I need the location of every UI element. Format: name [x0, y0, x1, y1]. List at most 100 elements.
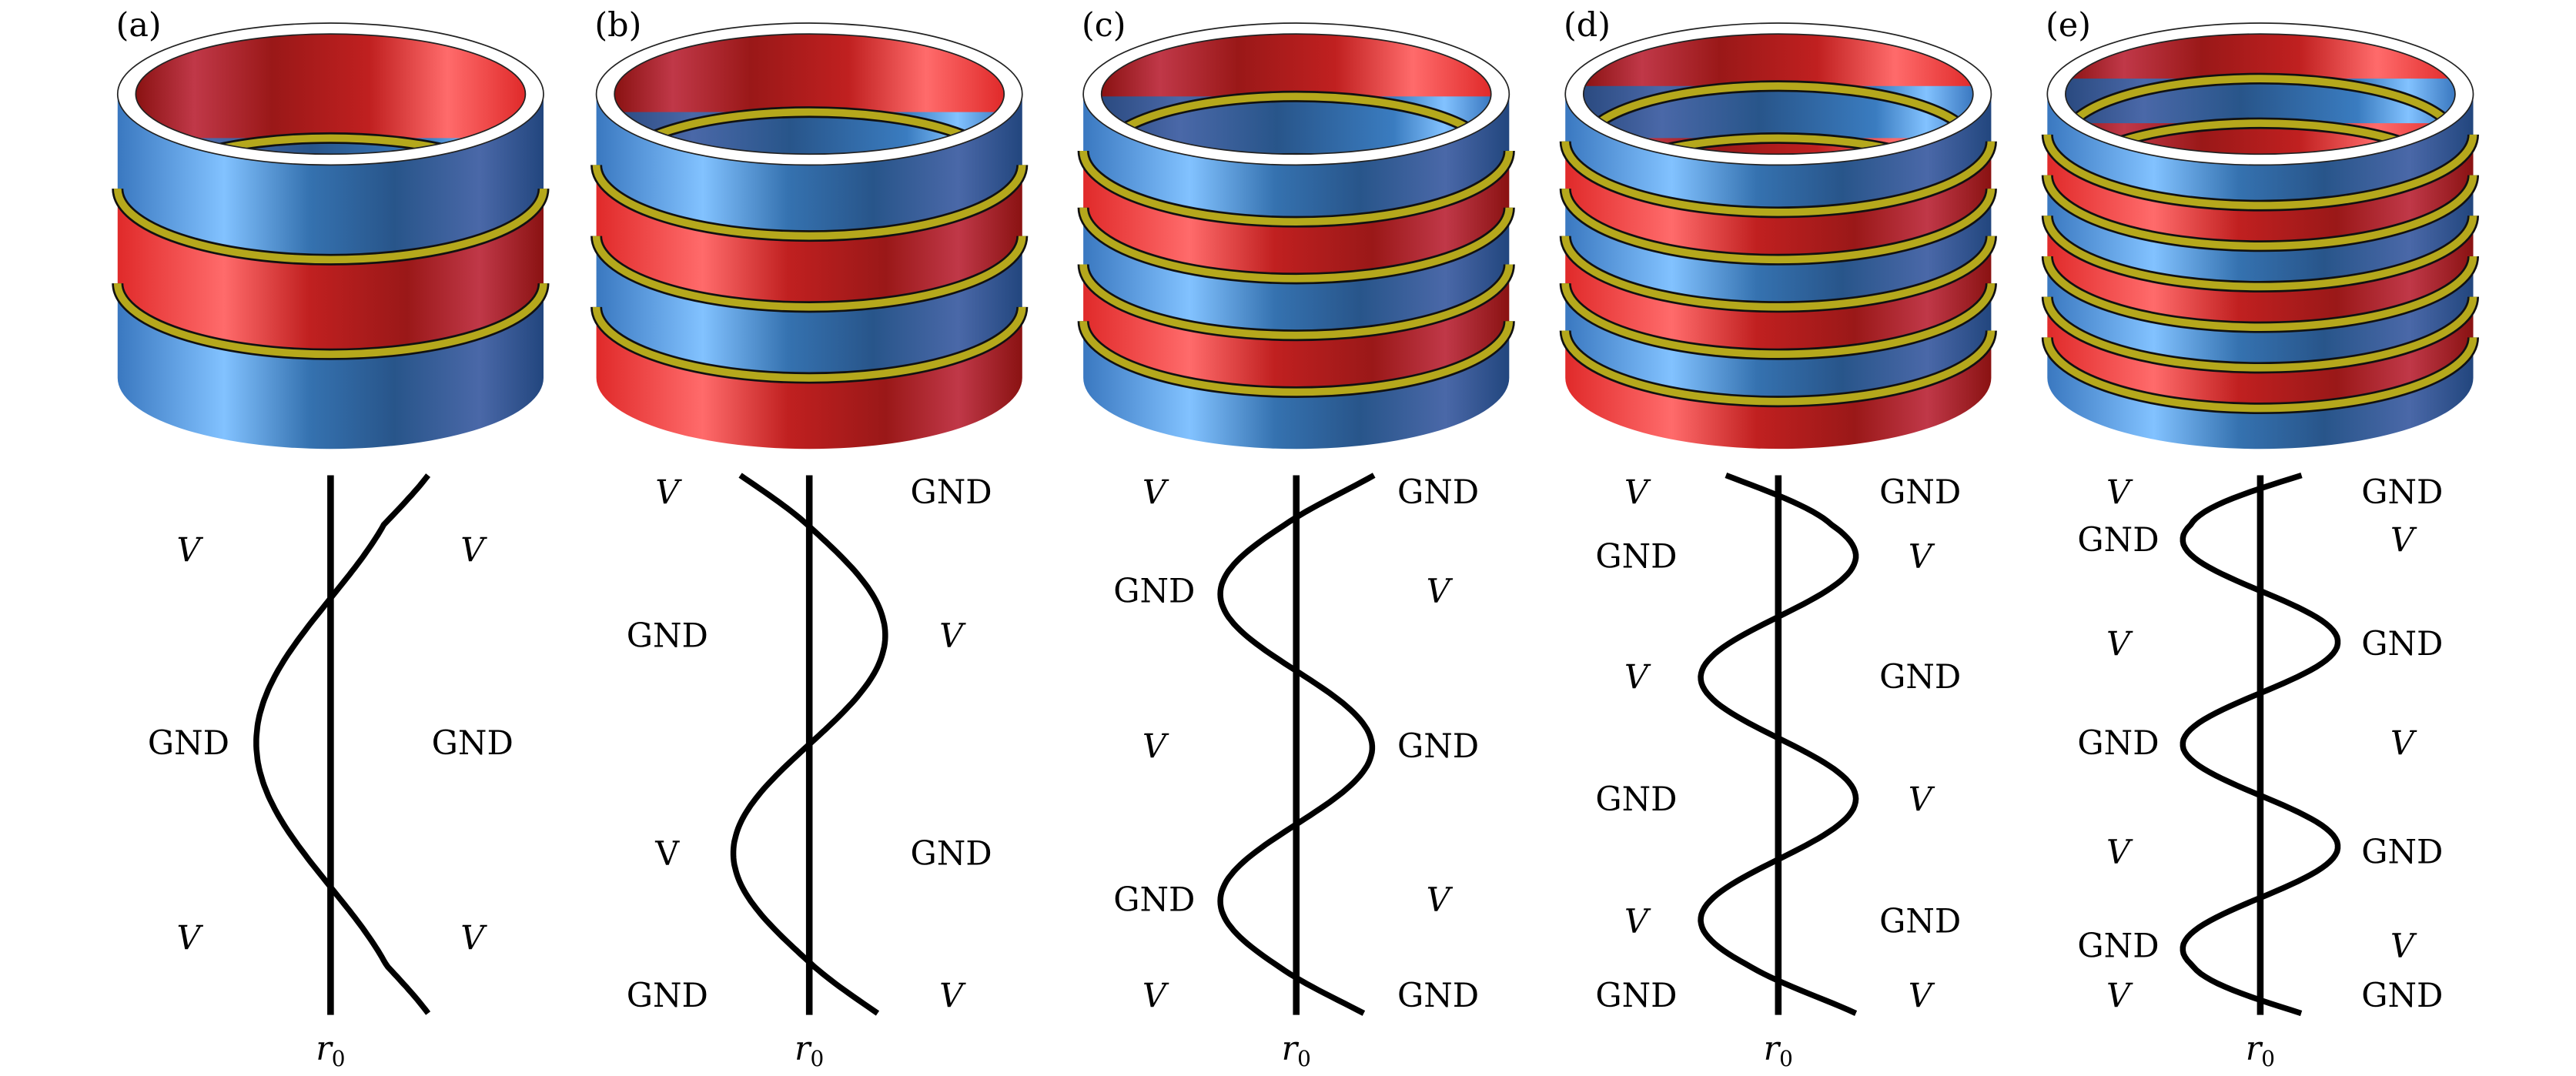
- panel-label: (c): [1082, 6, 1126, 45]
- r0-subscript: 0: [1297, 1046, 1311, 1071]
- right-potential-label: V: [460, 919, 487, 957]
- insulator-ring: [1079, 150, 1514, 226]
- red-electrode-band: [1565, 330, 1992, 449]
- left-potential-label: GND: [627, 977, 708, 1015]
- left-potential-label: V: [176, 919, 203, 957]
- left-potential-label: V: [2106, 833, 2133, 871]
- blue-electrode-band: [117, 283, 544, 449]
- cylinder: [112, 22, 550, 449]
- insulator-ring: [113, 189, 547, 264]
- red-electrode-band: [2047, 134, 2474, 246]
- cylinder: [2041, 22, 2480, 449]
- left-potential-label: GND: [2077, 521, 2159, 560]
- left-potential-label: GND: [1595, 780, 1677, 819]
- right-potential-label: GND: [911, 835, 992, 874]
- right-potential-label: GND: [1879, 658, 1961, 697]
- insulator-ring: [592, 306, 1026, 382]
- left-potential-label: GND: [2077, 724, 2159, 763]
- r0-symbol: r: [316, 1030, 333, 1068]
- insulator-ring: [2043, 175, 2477, 250]
- right-potential-label: GND: [1397, 977, 1479, 1015]
- potential-curve: [1217, 473, 1376, 1016]
- left-potential-label: V: [2106, 977, 2133, 1015]
- insulator-ring: [592, 236, 1026, 311]
- potential-curve: [2180, 472, 2341, 1017]
- panel-label: (b): [594, 6, 641, 45]
- r0-symbol: r: [2246, 1030, 2263, 1068]
- left-potential-label: V: [654, 835, 680, 874]
- right-potential-label: GND: [911, 473, 992, 512]
- red-electrode-band: [2047, 216, 2474, 328]
- left-potential-label: GND: [1595, 977, 1677, 1015]
- left-potential-label: GND: [2077, 927, 2159, 966]
- r0-subscript: 0: [2261, 1046, 2275, 1071]
- left-potential-label: V: [176, 531, 203, 570]
- potential-curve: [253, 473, 431, 1015]
- blue-electrode-band: [2047, 337, 2474, 449]
- blue-electrode-band: [1083, 321, 1510, 449]
- blue-electrode-band: [1565, 94, 1992, 212]
- blue-electrode-band: [1565, 189, 1992, 307]
- right-potential-label: V: [1909, 780, 1935, 819]
- insulator-ring: [2043, 296, 2477, 372]
- blue-electrode-band: [1083, 94, 1510, 222]
- right-potential-label: V: [939, 977, 966, 1015]
- red-electrode-band: [1083, 150, 1510, 279]
- left-potential-label: V: [2106, 625, 2133, 663]
- right-potential-label: V: [460, 531, 487, 570]
- blue-electrode-band: [117, 94, 544, 260]
- potential-curve: [1698, 473, 1859, 1016]
- right-potential-label: GND: [1397, 473, 1479, 512]
- insulator-ring: [1561, 330, 1996, 406]
- r0-axis-label: r0: [1282, 1030, 1311, 1072]
- r0-subscript: 0: [1779, 1046, 1793, 1071]
- potential-curve: [730, 473, 888, 1016]
- left-potential-label: V: [655, 473, 682, 512]
- r0-symbol: r: [1764, 1030, 1781, 1068]
- blue-electrode-band: [2047, 175, 2474, 287]
- blue-electrode-band: [2047, 94, 2474, 206]
- left-potential-label: V: [1624, 902, 1651, 941]
- insulator-ring: [1561, 282, 1996, 359]
- potential-diagram: V V GND GND V Vr0: [148, 473, 514, 1072]
- panel-label: (e): [2046, 6, 2091, 45]
- insulator-ring: [1561, 236, 1996, 311]
- cylinder: [1559, 22, 1997, 449]
- red-electrode-band: [1083, 264, 1510, 393]
- right-potential-label: V: [939, 617, 966, 656]
- cylinder: [1077, 22, 1515, 449]
- left-potential-label: GND: [148, 724, 229, 763]
- right-potential-label: GND: [2361, 977, 2443, 1015]
- left-potential-label: GND: [627, 617, 708, 656]
- insulator-ring: [2043, 337, 2477, 413]
- right-potential-label: GND: [1879, 902, 1961, 941]
- left-potential-label: GND: [1113, 881, 1195, 920]
- blue-electrode-band: [1083, 207, 1510, 336]
- right-potential-label: GND: [2361, 625, 2443, 663]
- insulator-ring: [2043, 256, 2477, 331]
- panel: (b) V GND GND V V GND GND Vr0: [590, 6, 1029, 1072]
- cylinder-interior: [135, 34, 526, 155]
- insulator-ring: [1079, 264, 1514, 339]
- left-potential-label: V: [1142, 473, 1169, 512]
- right-potential-label: GND: [1879, 473, 1961, 512]
- right-potential-label: V: [1427, 881, 1454, 920]
- right-potential-label: GND: [432, 724, 514, 763]
- r0-axis-label: r0: [795, 1030, 824, 1072]
- red-electrode-band: [117, 189, 544, 355]
- r0-axis-label: r0: [316, 1030, 345, 1072]
- panel-label: (d): [1564, 6, 1611, 45]
- left-potential-label: GND: [1595, 538, 1677, 576]
- cylinder: [590, 22, 1029, 449]
- right-potential-label: GND: [1397, 727, 1479, 766]
- left-potential-label: V: [1142, 727, 1169, 766]
- insulator-ring: [592, 165, 1026, 240]
